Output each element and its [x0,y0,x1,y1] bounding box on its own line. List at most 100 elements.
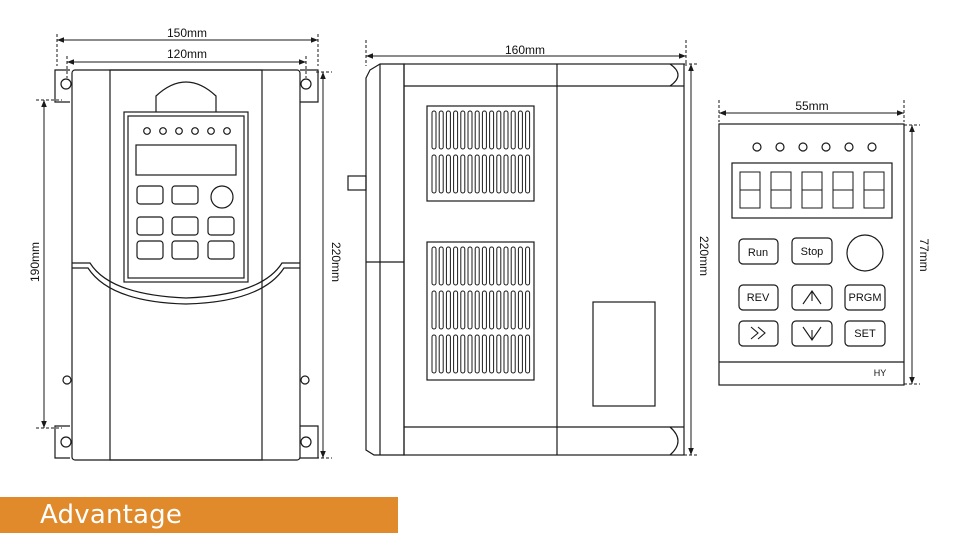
vent-slot [460,110,466,150]
mount-ear-bottom-left [54,425,70,459]
vent-slot [453,154,459,194]
front-body [71,69,301,461]
vent-slot [453,246,459,286]
vent-slot [431,334,437,374]
vent-slot [525,246,531,286]
front-led [143,127,151,135]
vent-slot [460,246,466,286]
vent-slot [431,110,437,150]
vent-slot [474,290,480,330]
mount-ear-bottom-right [300,425,319,459]
vent-slot [489,246,495,286]
keypad-led [798,142,808,152]
front-key [136,185,164,205]
vent-slot [517,110,523,150]
keypad-dimensions [718,100,920,385]
set-key [844,320,886,347]
vent-slot [481,246,487,286]
vent-slot [489,154,495,194]
side-depth-label: 160mm [505,43,545,57]
rev-key [738,284,779,311]
vent-slot [438,154,444,194]
vent-slot [460,334,466,374]
vent-slot [453,290,459,330]
front-view [54,69,319,461]
vent-slot [467,246,473,286]
mount-hole [62,375,72,385]
vent-slot [445,334,451,374]
vent-slot [496,290,502,330]
front-height-outer-label: 220mm [329,242,343,282]
keypad-led [844,142,854,152]
keypad-width-label: 55mm [795,99,828,113]
front-key [171,185,199,205]
up-arrow-icon [802,290,822,305]
vent-slot [510,154,516,194]
front-led [191,127,199,135]
vent-slot [438,290,444,330]
front-height-inner-label: 190mm [28,242,42,282]
vent-slot [510,110,516,150]
vent-slot [460,154,466,194]
side-label-plate [592,301,656,407]
vent-slot [431,246,437,286]
prgm-key-label: PRGM [849,292,882,304]
vent-slot [503,290,509,330]
vent-slot [431,154,437,194]
rev-key-label: REV [747,292,770,304]
vent-slot [460,290,466,330]
up-key [791,284,833,311]
vent-slot [496,334,502,374]
vent-slot [467,154,473,194]
front-led [207,127,215,135]
side-body [403,63,685,456]
vent-slot [474,334,480,374]
keypad-display-digits [739,171,885,209]
banner-title: Advantage [40,500,183,530]
mount-hole [300,375,310,385]
prgm-key [844,284,886,311]
side-front-bezel [365,63,405,456]
front-key [136,216,164,236]
front-knob [210,185,234,209]
vent-slot [445,290,451,330]
vent-slot [481,154,487,194]
vent-slot [438,246,444,286]
vent-slot [474,246,480,286]
vent-slot [467,334,473,374]
down-key [791,320,833,347]
mount-ear-top-right [300,69,319,103]
mount-hole [60,436,72,448]
stop-key [791,237,833,265]
vent-slot [438,110,444,150]
vent-slot [489,110,495,150]
stop-key-label: Stop [801,246,824,258]
vent-slot [489,334,495,374]
vent-slot [481,290,487,330]
set-key-label: SET [854,328,876,340]
vent-slot [453,110,459,150]
side-dimensions [365,40,698,456]
side-heatsink-right-bottom [669,426,679,456]
front-key [171,216,199,236]
front-led [175,127,183,135]
vent-slot [438,334,444,374]
keypad-led [752,142,762,152]
front-key [136,240,164,260]
mount-hole [60,78,72,90]
keypad-knob [846,234,884,272]
side-vent-slots [431,110,531,374]
vent-slot [517,334,523,374]
run-key-label: Run [748,247,768,259]
vent-slot [503,246,509,286]
vent-slot [517,246,523,286]
vent-slot [496,246,502,286]
side-view [347,63,685,456]
vent-slot [517,290,523,330]
top-handle [155,81,217,112]
front-width-inner-label: 120mm [167,47,207,61]
keypad-body [718,123,905,386]
side-vent-lower [426,241,535,381]
vent-slot [496,110,502,150]
